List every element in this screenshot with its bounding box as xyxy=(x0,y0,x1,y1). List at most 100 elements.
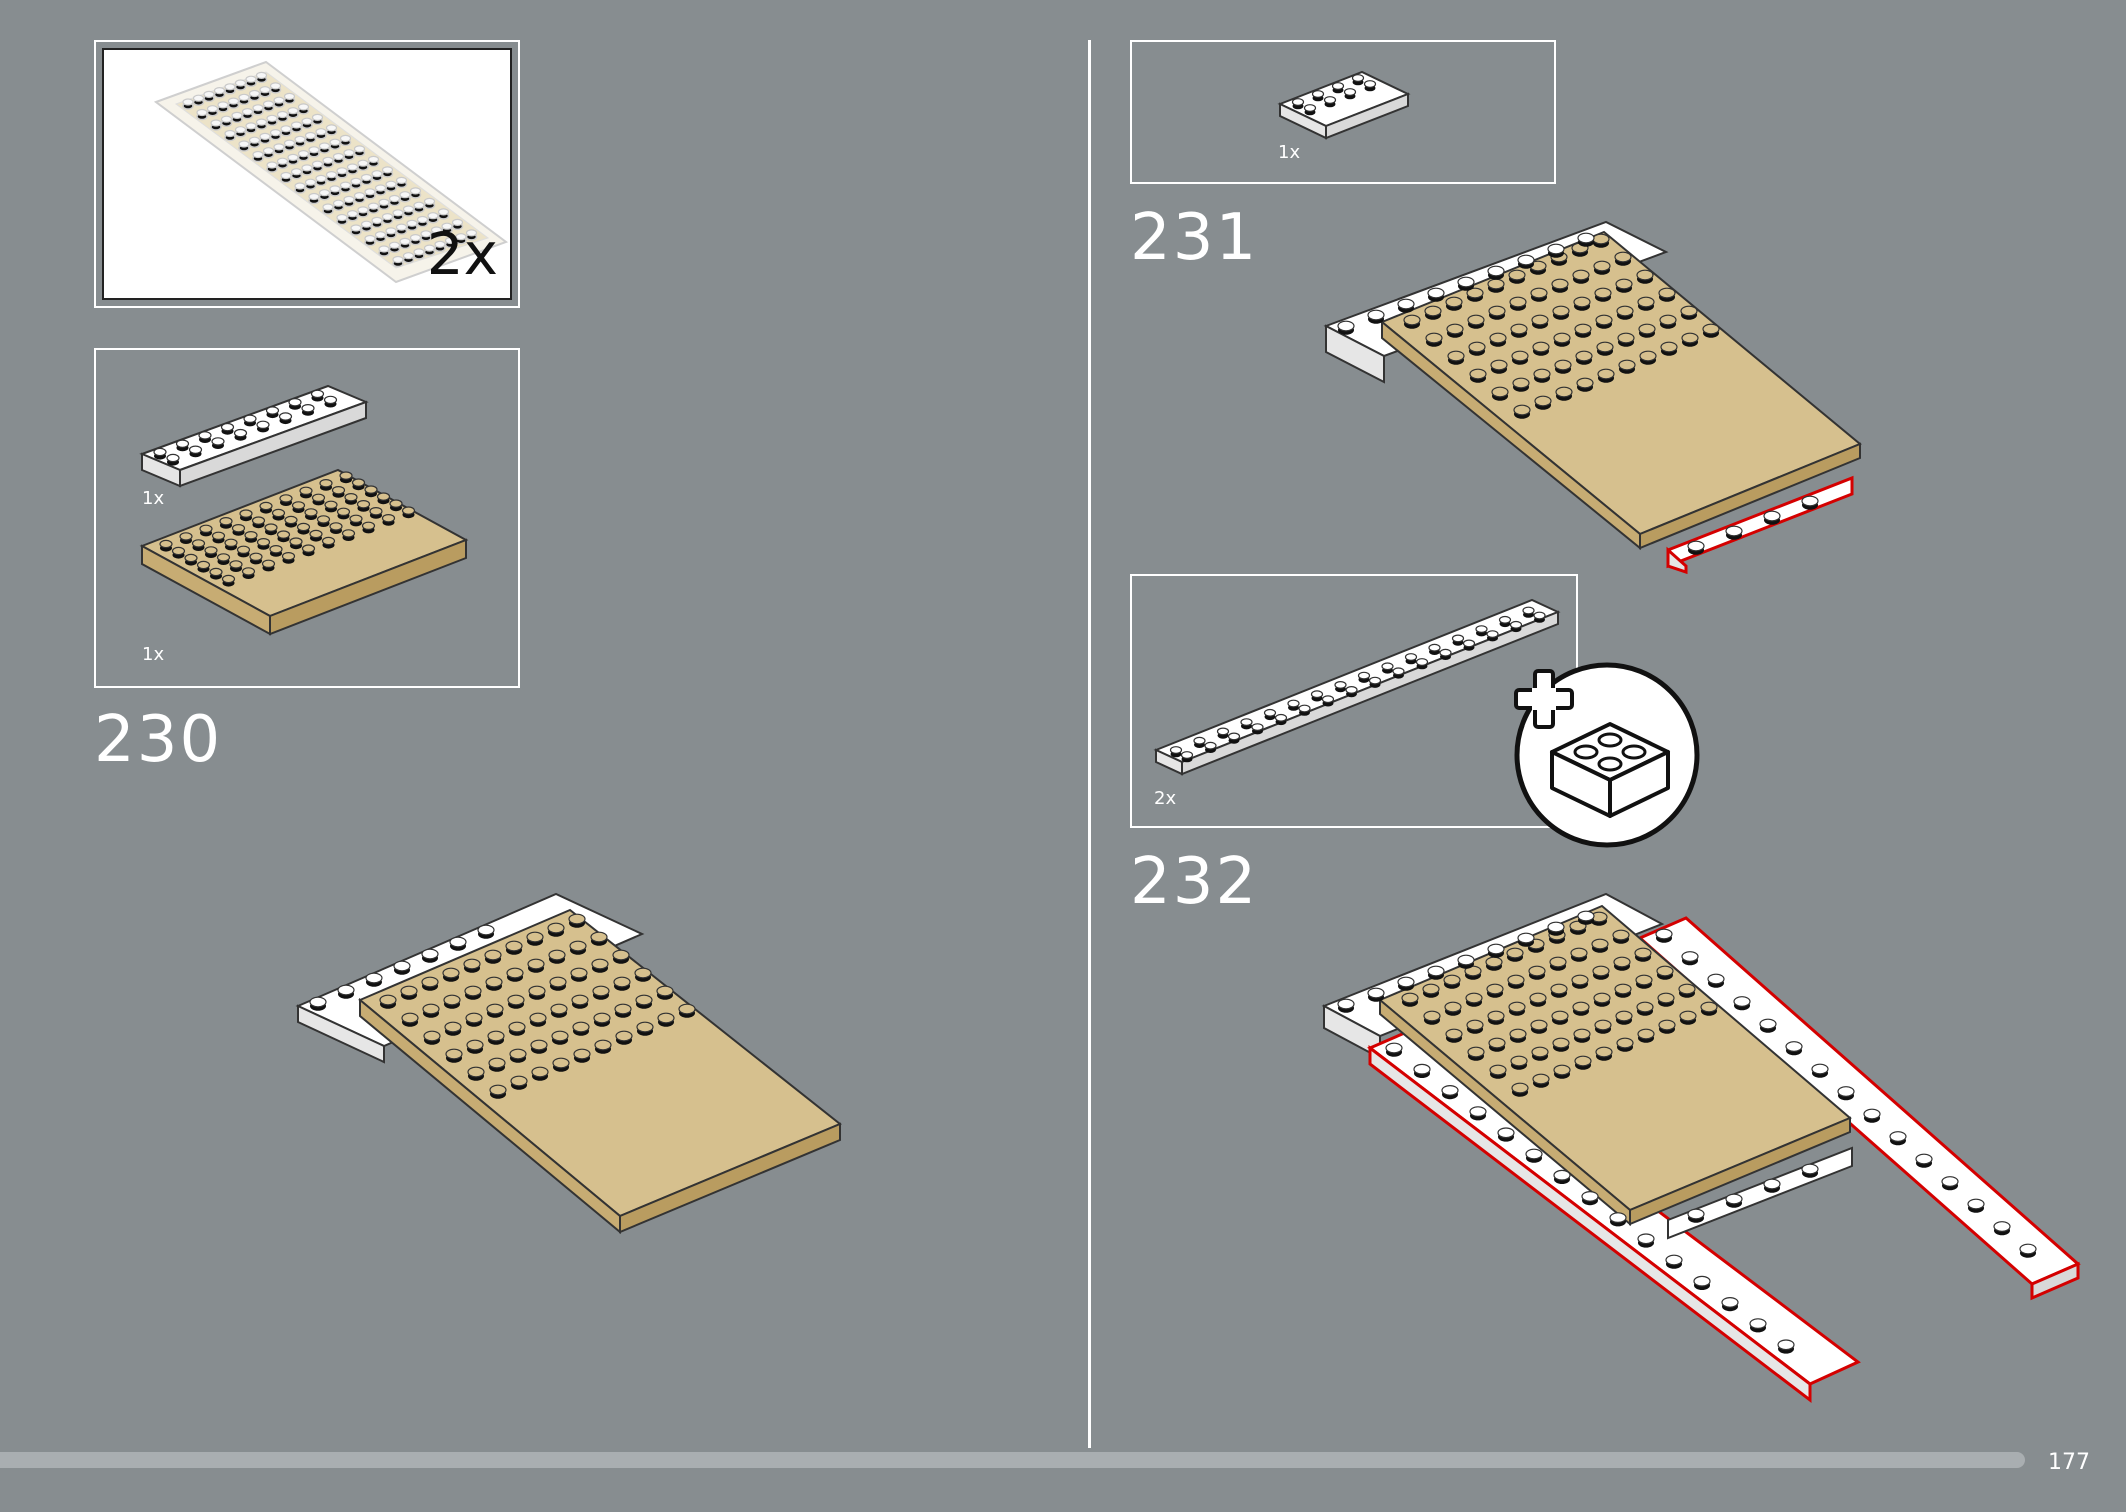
stud-top xyxy=(2019,1243,2037,1255)
stud-top xyxy=(1334,680,1347,689)
stud-top xyxy=(1522,606,1535,615)
stud-top xyxy=(199,524,213,533)
stud-top xyxy=(337,984,355,996)
stud-top xyxy=(1531,314,1549,326)
stud-top xyxy=(1533,611,1546,620)
stud-top xyxy=(1466,1019,1484,1031)
stud-top xyxy=(1323,96,1337,104)
stud-top xyxy=(1392,667,1405,676)
stud-top xyxy=(281,551,296,561)
stud-top xyxy=(1489,1064,1507,1076)
stud-top xyxy=(269,544,283,554)
stud-top xyxy=(1614,251,1632,263)
stud-top xyxy=(530,1039,548,1051)
assembly-230-image xyxy=(295,892,842,1235)
stud-top xyxy=(325,124,338,132)
stud-top xyxy=(1581,1190,1599,1202)
stud-top xyxy=(1487,1010,1505,1022)
stud-top xyxy=(336,507,351,516)
stud-top xyxy=(615,1030,633,1042)
stud-top xyxy=(1498,615,1512,624)
stud-top xyxy=(1656,965,1674,977)
stud-top xyxy=(341,529,356,538)
stud-top xyxy=(527,958,545,970)
stud-top xyxy=(369,506,383,516)
stud-top xyxy=(1251,723,1264,732)
stud-top xyxy=(1475,625,1488,633)
stud-top xyxy=(550,1003,568,1015)
assembly-231 xyxy=(1323,220,1862,575)
stud-top xyxy=(1193,736,1206,745)
white-2x8-plate xyxy=(139,384,369,488)
stud-top xyxy=(365,972,383,984)
stud-top xyxy=(477,924,495,936)
stud-top xyxy=(1577,910,1595,922)
stud-top xyxy=(1615,278,1633,290)
stud-top xyxy=(612,949,630,961)
stud-top xyxy=(1617,332,1635,344)
stud-top xyxy=(1687,540,1705,552)
stud-top xyxy=(1837,1086,1855,1097)
stud-top xyxy=(1413,1063,1431,1075)
stud-top xyxy=(1733,996,1751,1007)
stud-top xyxy=(571,994,589,1006)
stud-top xyxy=(613,976,631,988)
stud-top xyxy=(1614,983,1632,995)
stud-top xyxy=(1763,1178,1781,1190)
stud-top xyxy=(1553,1169,1571,1181)
stud-top xyxy=(221,574,236,584)
stud-top xyxy=(224,538,238,547)
stud-top xyxy=(1594,287,1612,299)
stud-top xyxy=(1551,1010,1569,1022)
stud-top xyxy=(251,516,266,525)
stud-top xyxy=(401,1012,419,1024)
stud-top xyxy=(216,553,231,562)
stud-top xyxy=(351,478,366,487)
stud-top xyxy=(304,508,318,517)
stud-top xyxy=(507,994,525,1006)
stud-top xyxy=(175,439,190,448)
stud-top xyxy=(1801,1163,1819,1175)
stud-top xyxy=(296,522,311,532)
stud-top xyxy=(1665,1254,1683,1266)
stud-top xyxy=(409,187,422,195)
add-brick-icon xyxy=(1512,660,1702,850)
stud-top xyxy=(243,414,257,424)
stud-top xyxy=(264,523,278,532)
stud-top xyxy=(1428,643,1441,652)
stud-top xyxy=(1443,974,1461,986)
stud-top xyxy=(321,536,336,546)
stud-top xyxy=(171,546,186,556)
stud-top xyxy=(339,134,352,143)
stud-top xyxy=(301,404,315,413)
stud-top xyxy=(1457,276,1475,288)
stud-top xyxy=(1639,350,1657,362)
stud-top xyxy=(1427,965,1445,977)
stud-top xyxy=(236,545,251,554)
stud-top xyxy=(331,485,346,495)
stud-top xyxy=(635,994,653,1006)
stud-top xyxy=(1693,1275,1711,1287)
stud-top xyxy=(678,1003,696,1015)
parts-231-image xyxy=(1277,70,1411,140)
stud-top xyxy=(1725,1193,1743,1205)
stud-top xyxy=(484,949,502,961)
stud-top xyxy=(153,447,167,457)
stud-top xyxy=(269,82,282,90)
tan-6x10-plate xyxy=(139,468,469,636)
stud-top xyxy=(1658,1019,1676,1031)
stud-top xyxy=(367,155,380,164)
stud-top xyxy=(1511,350,1529,362)
stud-top xyxy=(1439,648,1452,657)
stud-top xyxy=(1811,1063,1829,1075)
stud-top xyxy=(1681,332,1699,344)
stud-top xyxy=(1508,269,1526,281)
step-number-232: 232 xyxy=(1130,845,1259,919)
stud-top xyxy=(464,985,482,997)
stud-top xyxy=(1702,323,1720,335)
stud-top xyxy=(1725,525,1743,537)
stud-top xyxy=(485,976,503,988)
stud-top xyxy=(1509,1028,1527,1040)
stud-top xyxy=(526,931,544,943)
stud-top xyxy=(1863,1108,1881,1120)
